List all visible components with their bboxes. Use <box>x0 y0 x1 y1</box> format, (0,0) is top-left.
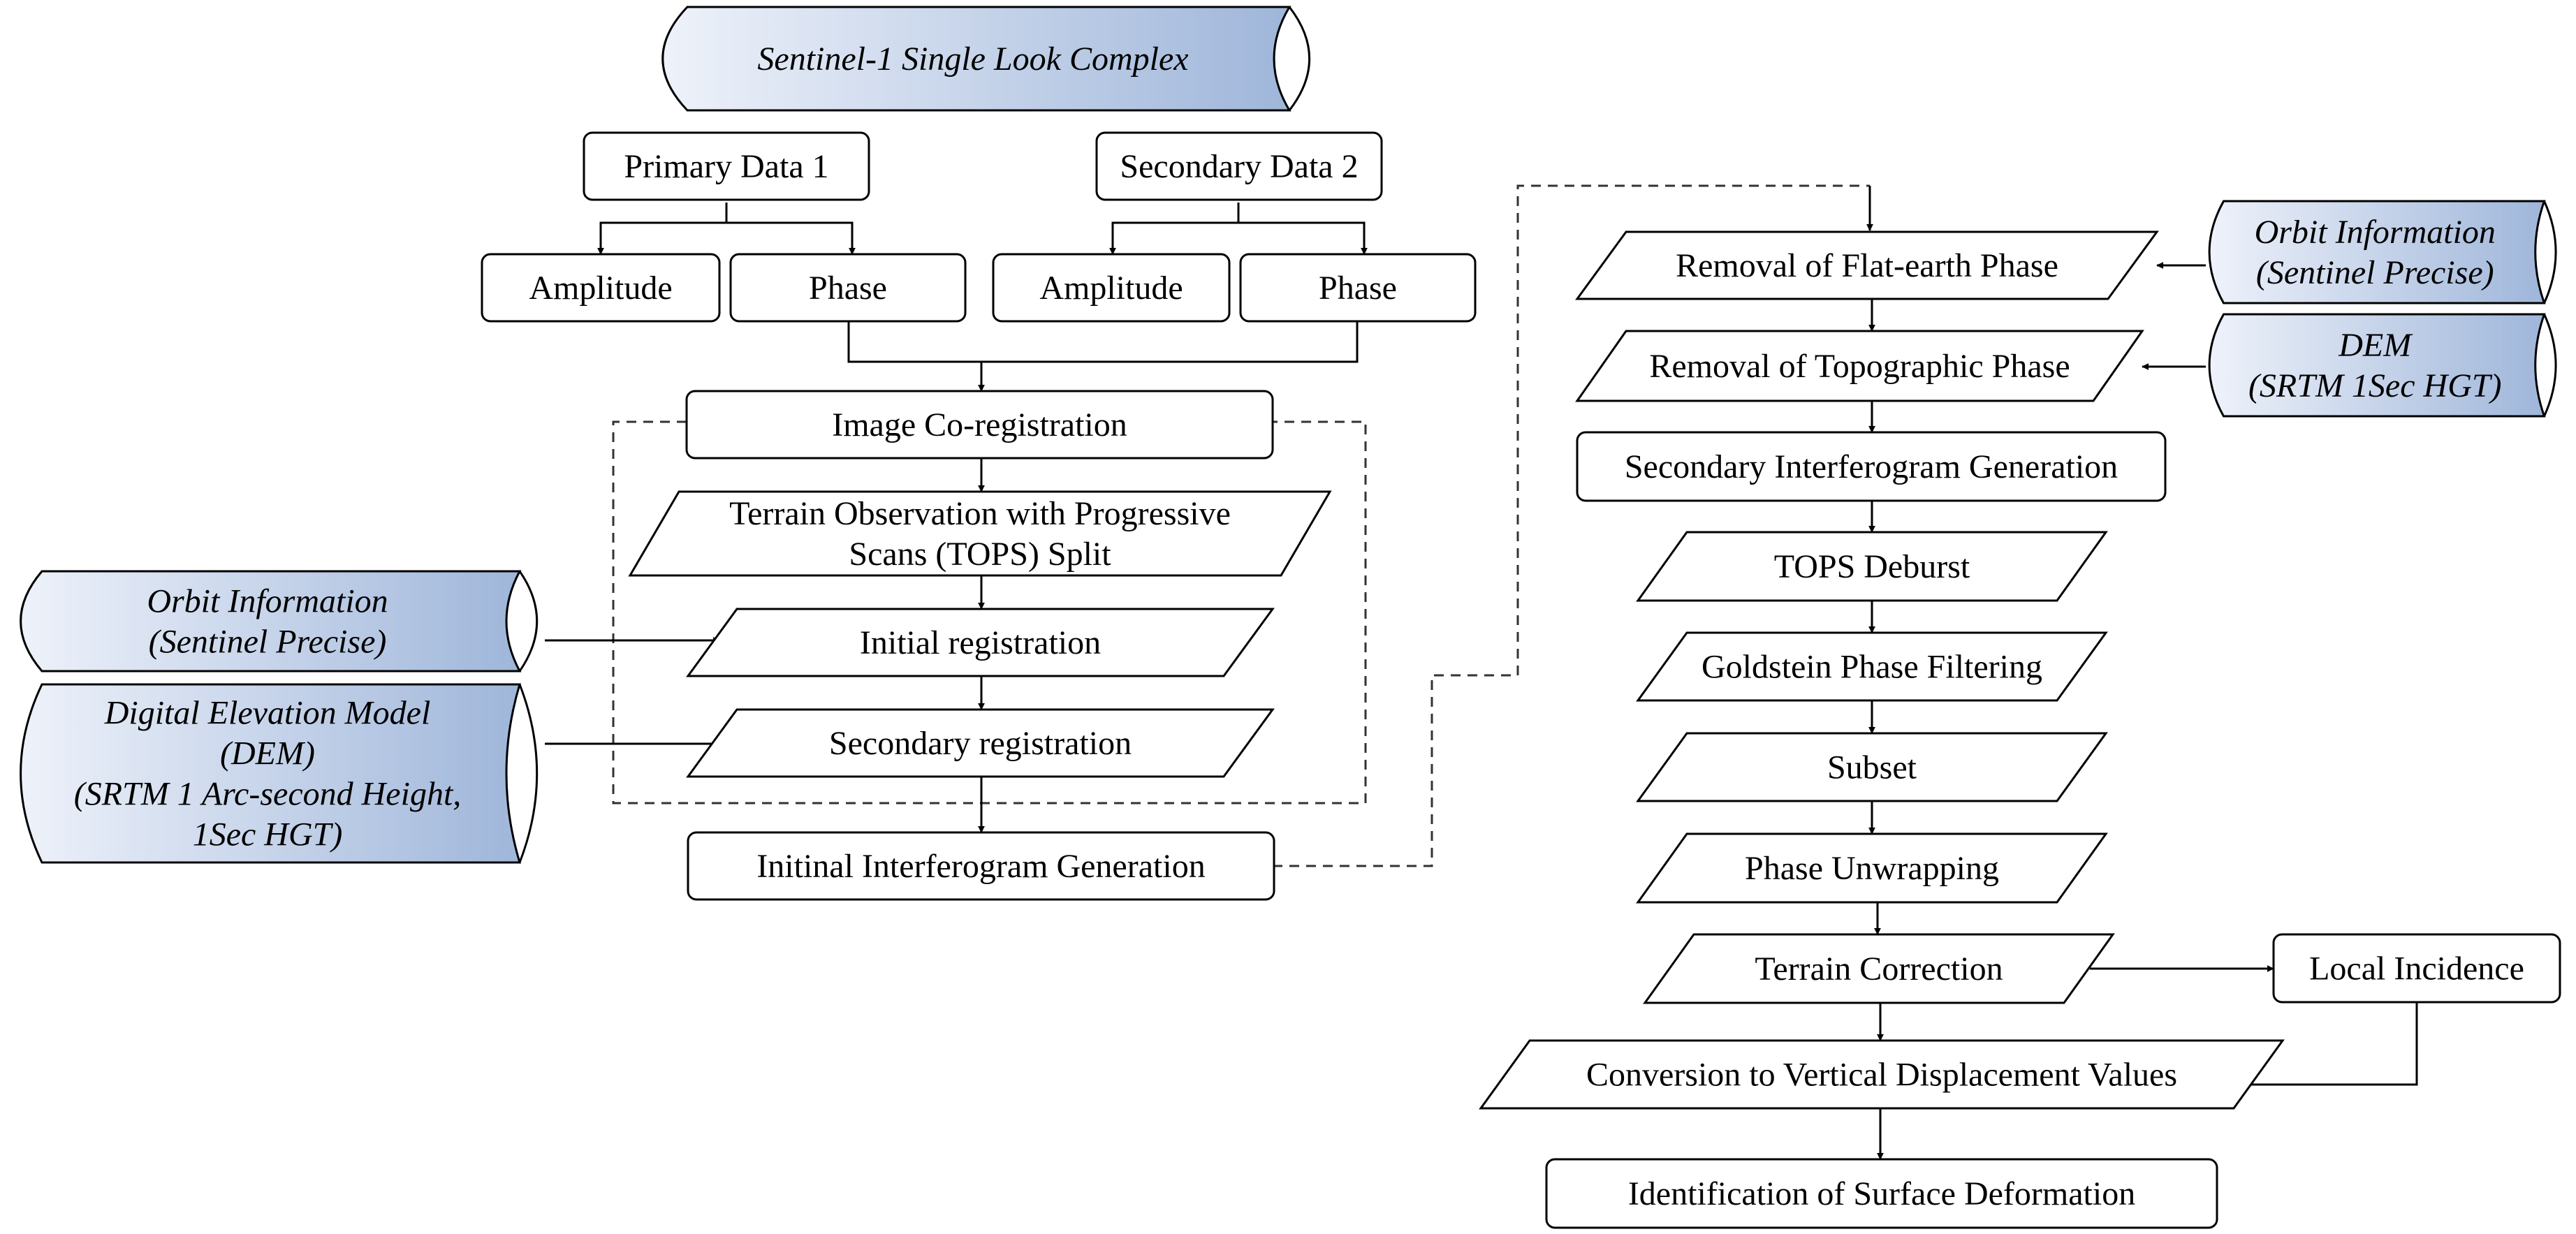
secondary-interferogram-node-label: Secondary Interferogram Generation <box>1625 448 2118 485</box>
edge-secondary-to-amplitude <box>1109 203 1240 255</box>
tops-deburst-node: TOPS Deburst <box>1636 531 2108 602</box>
goldstein-filtering-node-label: Goldstein Phase Filtering <box>1702 649 2042 686</box>
sentinel-data-source: Sentinel-1 Single Look Complex <box>661 6 1311 112</box>
flat-earth-removal-node-label: Removal of Flat-earth Phase <box>1676 247 2058 284</box>
orbit-information-source-right-label: (Sentinel Precise) <box>2256 254 2494 291</box>
tops-split-node: Terrain Observation with ProgressiveScan… <box>628 490 1332 577</box>
goldstein-filtering-node: Goldstein Phase Filtering <box>1636 631 2108 702</box>
dem-source-right-label: (SRTM 1Sec HGT) <box>2248 367 2502 404</box>
dem-source-label: (SRTM 1 Arc-second Height, <box>74 776 462 813</box>
flat-earth-removal-node: Removal of Flat-earth Phase <box>1575 230 2159 300</box>
dem-source-label: 1Sec HGT) <box>193 816 343 853</box>
secondary-registration-node: Secondary registration <box>686 708 1275 778</box>
initial-interferogram-node-label: Initinal Interferogram Generation <box>756 848 1205 885</box>
coregistration-group-frame <box>612 420 1367 805</box>
primary-data-node: Primary Data 1 <box>583 131 870 201</box>
terrain-correction-node-label: Terrain Correction <box>1755 950 2003 987</box>
tops-deburst-node-label: TOPS Deburst <box>1774 548 1970 585</box>
identification-node: Identification of Surface Deformation <box>1545 1158 2218 1229</box>
edge-local-incidence-to-conversion <box>2236 1002 2418 1088</box>
sentinel-data-source-label: Sentinel-1 Single Look Complex <box>757 41 1188 78</box>
dem-source-right-label: DEM <box>2338 327 2413 364</box>
secondary-interferogram-node: Secondary Interferogram Generation <box>1576 431 2167 502</box>
local-incidence-node-label: Local Incidence <box>2309 950 2524 987</box>
local-incidence-node: Local Incidence <box>2272 933 2561 1004</box>
dem-source: Digital Elevation Model(DEM) (SRTM 1 Arc-… <box>20 683 539 864</box>
orbit-information-source-right: Orbit Information(Sentinel Precise) <box>2208 200 2557 304</box>
tops-split-node-label: Terrain Observation with Progressive <box>729 495 1231 532</box>
secondary-registration-node-label: Secondary registration <box>829 725 1132 762</box>
amplitude-node-label: Amplitude <box>529 270 672 307</box>
phase-node-secondary-label: Phase <box>1319 270 1397 307</box>
amplitude-node: Amplitude <box>481 253 721 323</box>
secondary-data-node: Secondary Data 2 <box>1095 131 1383 201</box>
orbit-information-source-label: (Sentinel Precise) <box>149 624 387 661</box>
amplitude-node-secondary: Amplitude <box>992 253 1231 323</box>
vertical-displacement-node-label: Conversion to Vertical Displacement Valu… <box>1586 1057 2177 1094</box>
tops-split-node-label: Scans (TOPS) Split <box>849 536 1111 573</box>
vertical-displacement-node: Conversion to Vertical Displacement Valu… <box>1479 1039 2285 1110</box>
phase-node-label: Phase <box>809 270 887 307</box>
edge-secondary-to-phase <box>1238 221 1368 255</box>
phase-unwrapping-node-label: Phase Unwrapping <box>1745 850 1999 887</box>
phase-node: Phase <box>729 253 967 323</box>
initial-registration-node-label: Initial registration <box>860 624 1101 661</box>
identification-node-label: Identification of Surface Deformation <box>1628 1175 2135 1212</box>
image-coregistration-node-label: Image Co-registration <box>832 406 1127 443</box>
edge-primary-to-phase <box>726 221 856 255</box>
amplitude-node-secondary-label: Amplitude <box>1039 270 1183 307</box>
topographic-phase-removal-node-label: Removal of Topographic Phase <box>1649 348 2070 385</box>
orbit-information-source-label: Orbit Information <box>147 583 388 620</box>
dem-source-label: (DEM) <box>220 735 315 772</box>
subset-node: Subset <box>1636 732 2108 802</box>
phase-unwrapping-node: Phase Unwrapping <box>1636 832 2108 904</box>
topographic-phase-removal-node: Removal of Topographic Phase <box>1575 330 2144 402</box>
dashed-connector <box>1273 184 1870 867</box>
orbit-information-source-right-label: Orbit Information <box>2255 214 2496 251</box>
edge-phases-merge <box>847 321 1359 363</box>
edge-primary-to-amplitude <box>597 203 728 255</box>
connector-lines <box>545 184 2418 1160</box>
initial-interferogram-node: Initinal Interferogram Generation <box>687 831 1275 901</box>
initial-registration-node: Initial registration <box>686 608 1275 677</box>
subset-node-label: Subset <box>1827 749 1917 786</box>
secondary-data-node-label: Secondary Data 2 <box>1120 148 1358 185</box>
dem-source-right: DEM(SRTM 1Sec HGT) <box>2208 313 2557 418</box>
phase-node-secondary: Phase <box>1239 253 1477 323</box>
orbit-information-source: Orbit Information (Sentinel Precise) <box>20 570 539 673</box>
terrain-correction-node: Terrain Correction <box>1643 933 2115 1004</box>
image-coregistration-node: Image Co-registration <box>685 390 1274 460</box>
primary-data-node-label: Primary Data 1 <box>624 148 828 185</box>
dem-source-label: Digital Elevation Model <box>104 695 431 732</box>
